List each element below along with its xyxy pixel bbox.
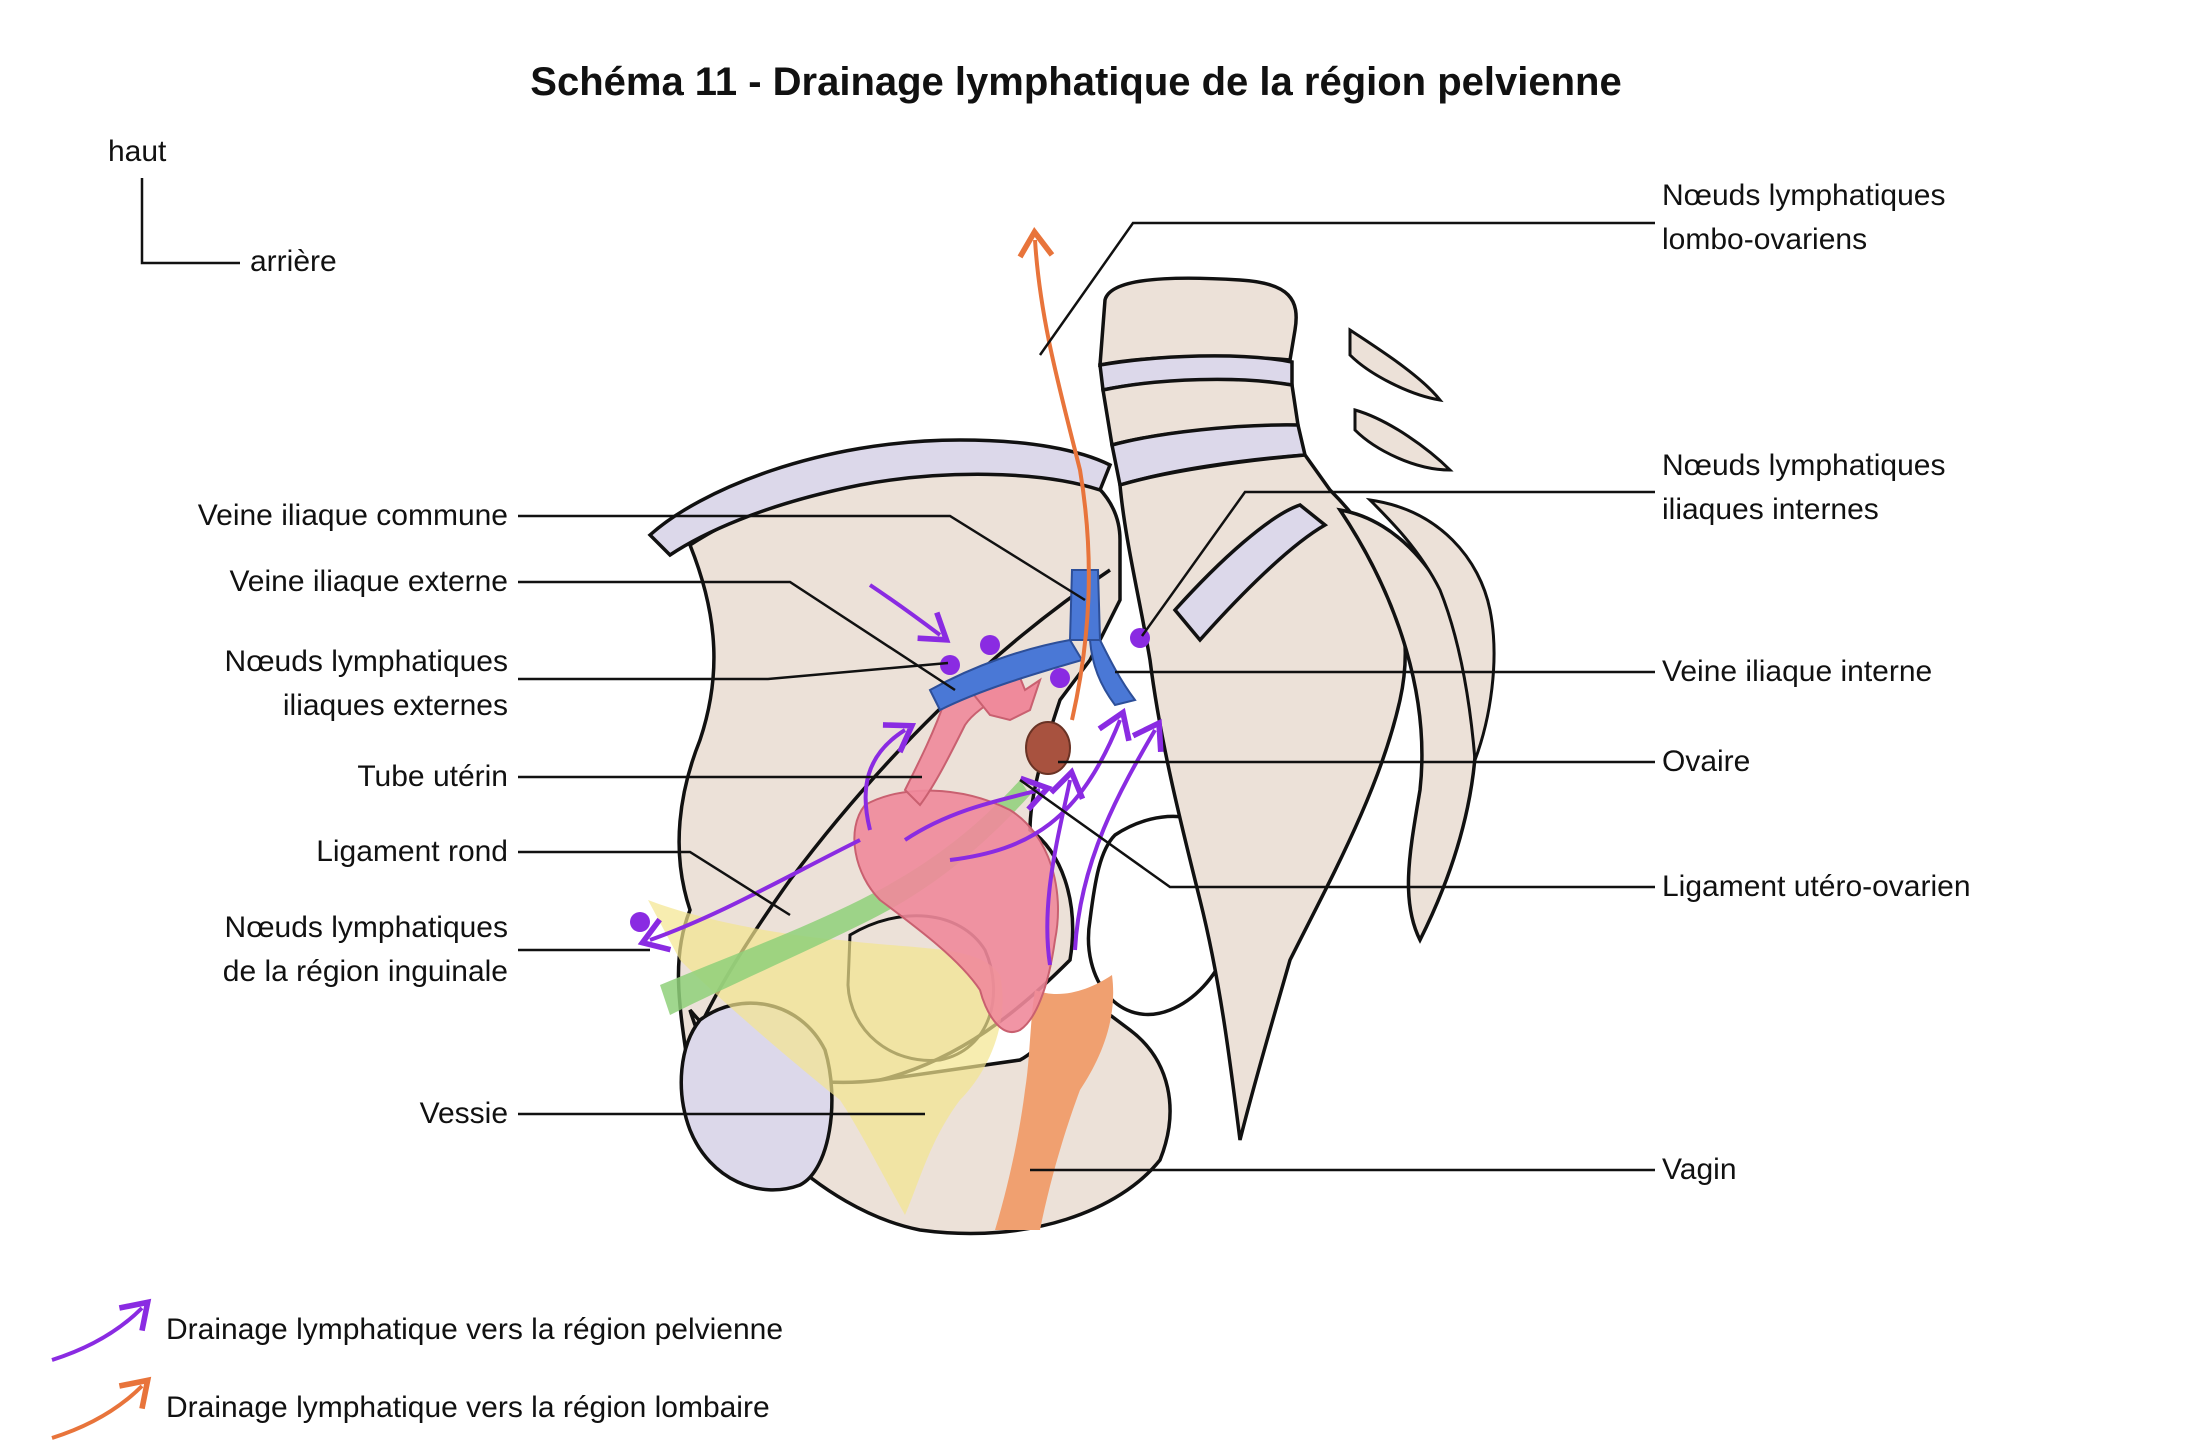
lymph-node — [1050, 668, 1070, 688]
vertebra-l4 — [1098, 276, 1298, 368]
label-veine-iliaque-commune: Veine iliaque commune — [197, 499, 508, 532]
pelvic-drainage-arrow — [1073, 718, 1164, 951]
label-ovaire: Ovaire — [1662, 745, 1751, 778]
legend-pelvic-label: Drainage lymphatique vers la région pelv… — [166, 1313, 784, 1346]
leader-line — [518, 514, 1086, 602]
label-vessie: Vessie — [419, 1097, 508, 1130]
leader-line — [1019, 778, 1655, 889]
vagina — [995, 975, 1114, 1230]
internal-iliac-vein — [1088, 639, 1137, 707]
external-iliac-vein — [928, 638, 1084, 712]
label-noeuds-inguinaux-1: Nœuds lymphatiques — [224, 911, 508, 944]
pelvic-drainage-arrow — [949, 707, 1132, 862]
spinous-process-2 — [1353, 408, 1454, 472]
label-noeuds-iliaques-internes-2: iliaques internes — [1662, 493, 1879, 526]
label-veine-iliaque-externe: Veine iliaque externe — [229, 565, 508, 598]
pelvic-drainage-arrow — [637, 838, 861, 953]
leader-line — [518, 850, 791, 917]
leader-lines-right — [1019, 221, 1655, 1172]
pelvic-drainage-arrow — [868, 583, 951, 643]
spinous-process-1 — [1348, 327, 1444, 403]
legend-lumbar-label: Drainage lymphatique vers la région lomb… — [166, 1391, 770, 1424]
round-ligament — [660, 780, 1030, 1015]
pelvic-brim — [688, 568, 1111, 1051]
leader-line — [1140, 490, 1655, 637]
pelvic-drainage-arrow — [863, 722, 917, 831]
label-ligament-rond: Ligament rond — [316, 835, 508, 868]
pelvic-drainage-arrow — [1045, 767, 1086, 966]
iliac-crest — [647, 438, 1113, 558]
label-noeuds-iliaques-externes-1: Nœuds lymphatiques — [224, 645, 508, 678]
leader-line — [518, 580, 956, 692]
legend-pelvic-arrow-icon — [51, 1298, 152, 1362]
pelvic-drainage-arrow — [903, 775, 1053, 842]
label-ligament-utero-ovarien: Ligament utéro-ovarien — [1662, 870, 1971, 903]
label-veine-iliaque-interne: Veine iliaque interne — [1662, 655, 1933, 688]
coccyx — [1365, 497, 1496, 761]
orientation-back-label: arrière — [250, 245, 337, 278]
uterus — [853, 789, 1059, 1033]
lymph-node — [940, 655, 960, 675]
leader-line — [518, 661, 949, 681]
label-noeuds-iliaques-externes-2: iliaques externes — [282, 689, 508, 722]
label-noeuds-lombo-ovariens-2: lombo-ovariens — [1662, 223, 1868, 256]
label-noeuds-inguinaux-2: de la région inguinale — [222, 955, 508, 988]
lumbar-drainage-arrow — [1017, 226, 1091, 721]
label-vagin: Vagin — [1662, 1153, 1737, 1186]
label-tube-uterin: Tube utérin — [357, 760, 508, 793]
ovary — [1025, 721, 1071, 775]
legend-lumbar-arrow-icon — [51, 1376, 152, 1440]
label-noeuds-iliaques-internes-1: Nœuds lymphatiques — [1662, 449, 1946, 482]
leader-lines-left — [518, 514, 1086, 1116]
leader-line — [1038, 221, 1655, 356]
diagram-title: Schéma 11 - Drainage lymphatique de la r… — [530, 60, 1622, 104]
lymph-node-inguinal — [630, 912, 650, 932]
orientation-up-label: haut — [108, 135, 167, 168]
sacroiliac-cartilage — [1172, 503, 1329, 643]
lymph-node — [980, 635, 1000, 655]
orientation-axes — [140, 178, 240, 265]
label-noeuds-lombo-ovariens-1: Nœuds lymphatiques — [1662, 179, 1946, 212]
